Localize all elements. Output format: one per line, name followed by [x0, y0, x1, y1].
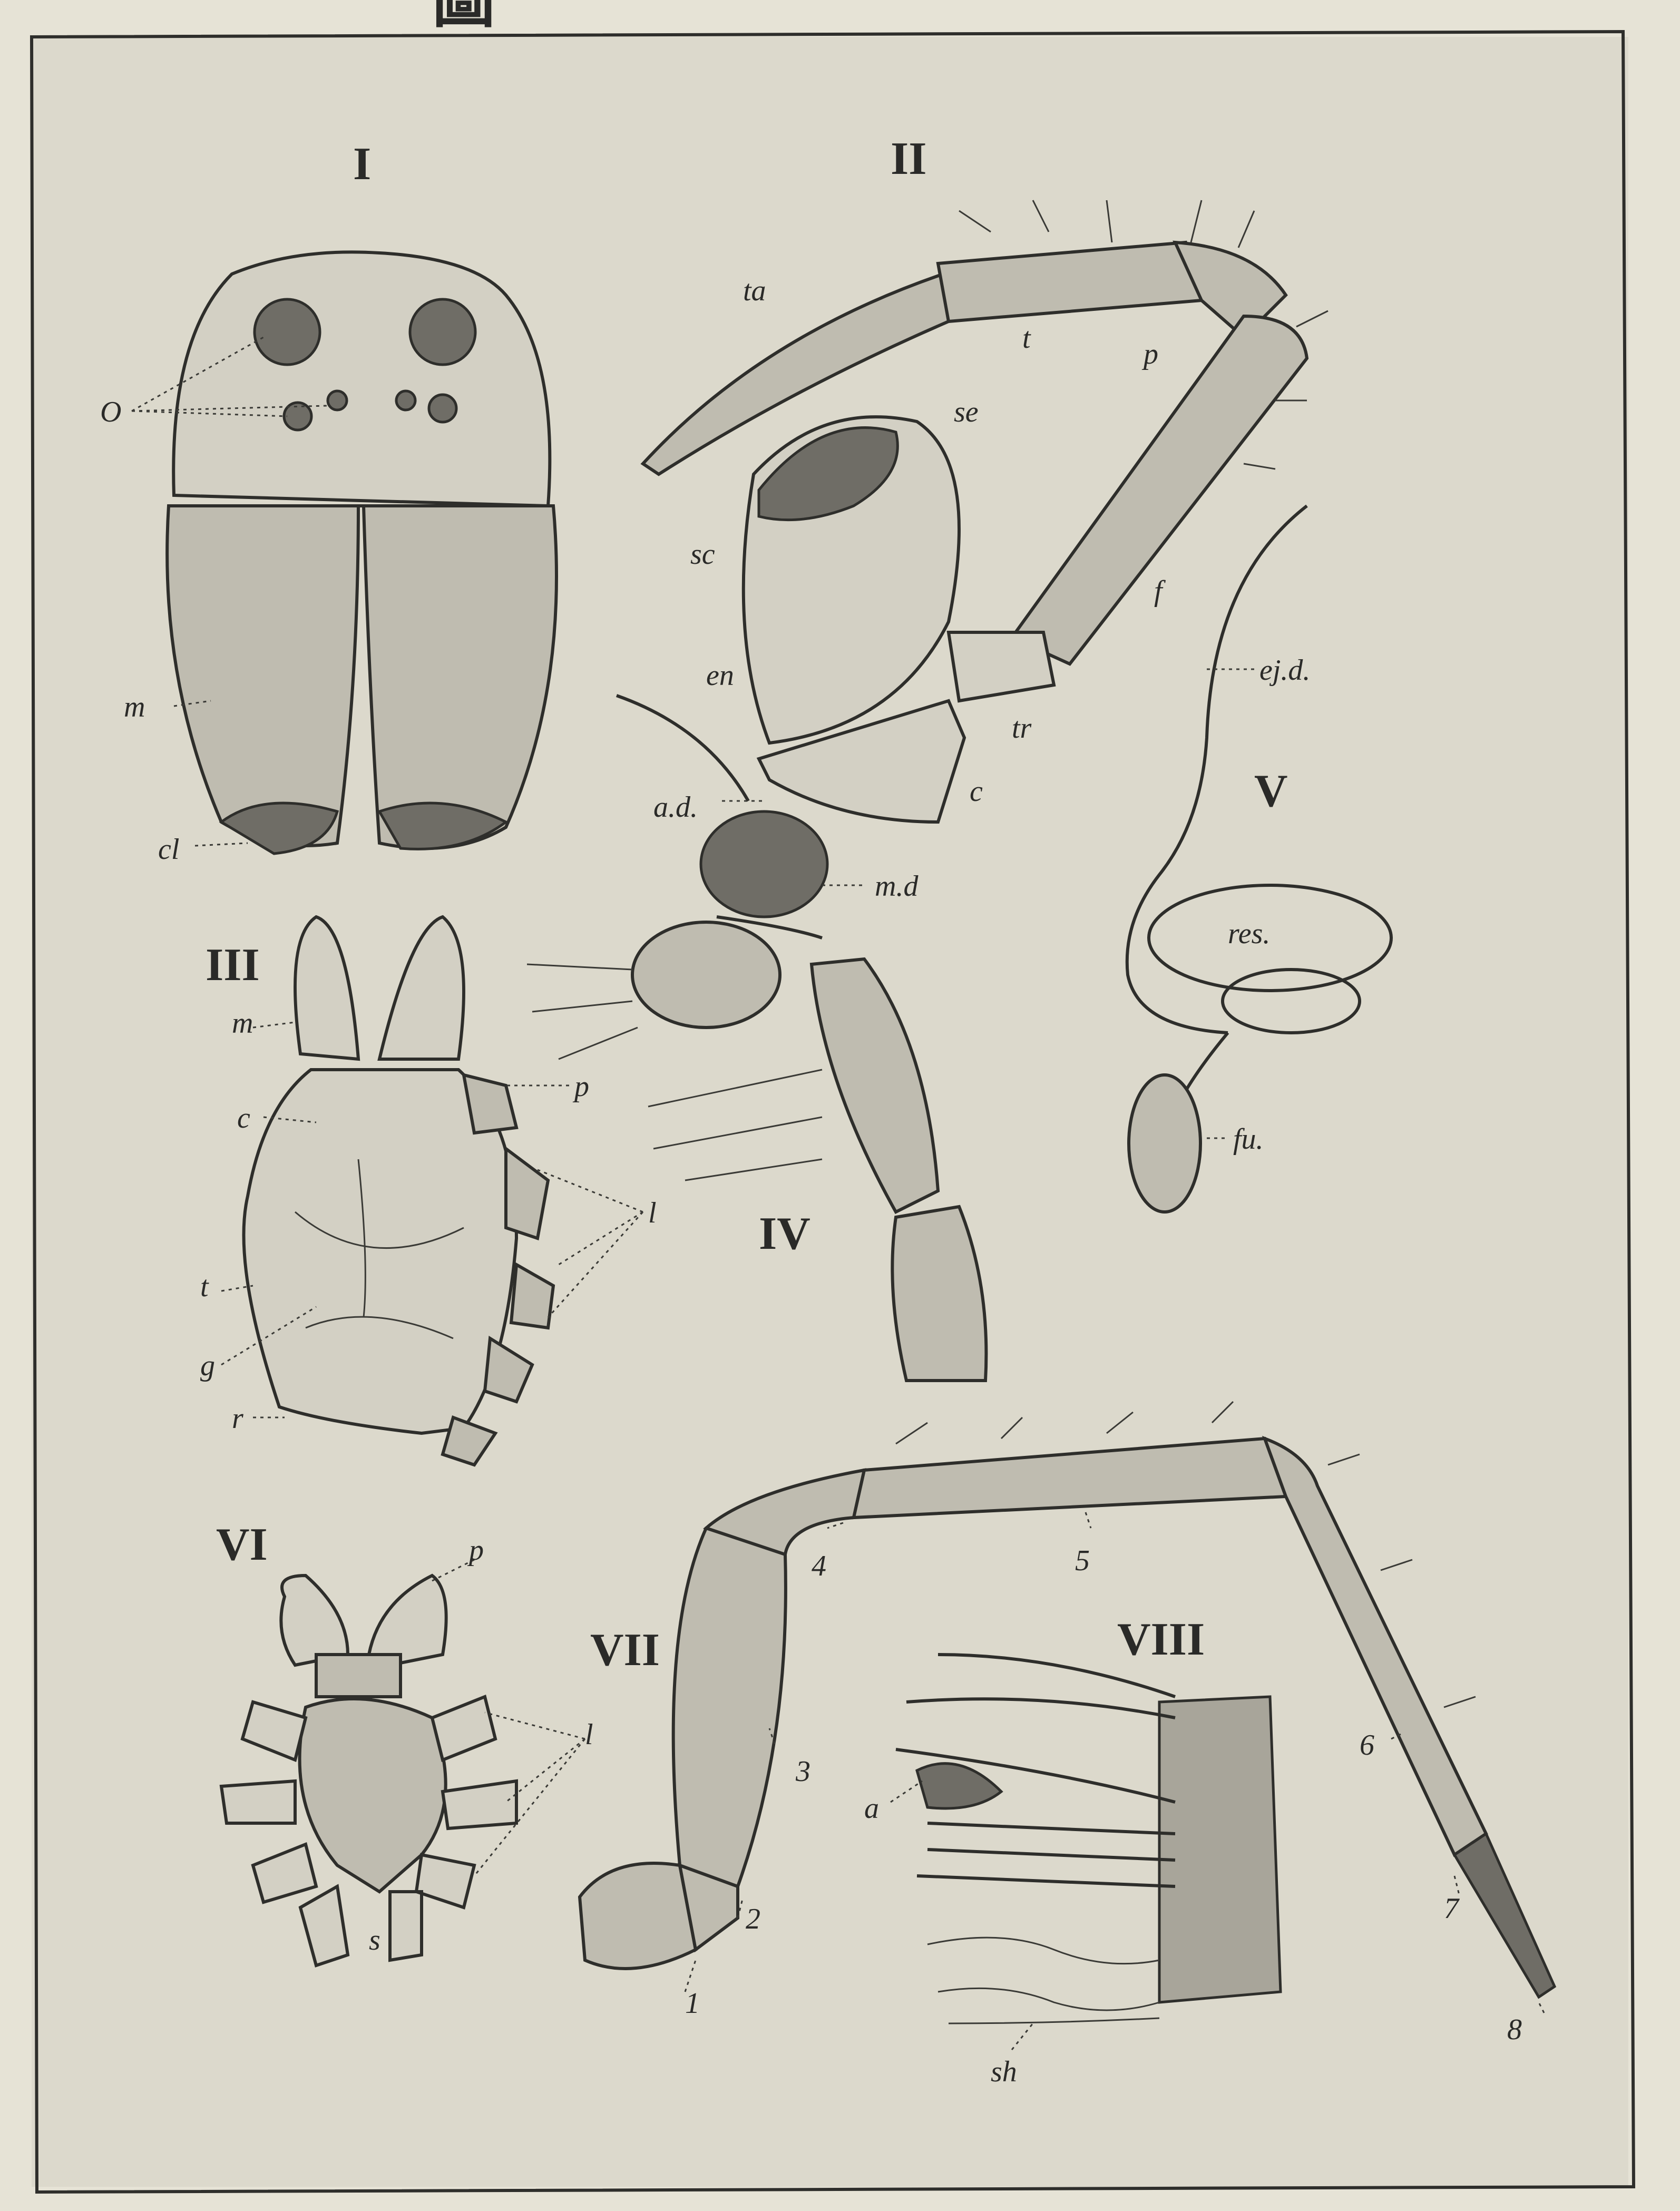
fig8-label-sheath: sh [991, 2056, 1017, 2088]
fig3-label-mouth: m [232, 1007, 253, 1040]
fig3-label-legs: l [648, 1197, 657, 1229]
fig3-label-thorax: t [200, 1270, 209, 1303]
fig6-head [316, 1655, 401, 1697]
header-glyph: 圖 [432, 0, 495, 35]
fig3-label-rear: r [232, 1402, 243, 1435]
fig8-numeral: VIII [1117, 1614, 1205, 1665]
fig2-numeral: II [891, 133, 927, 184]
fig1-label-chelicera: m [124, 691, 145, 723]
fig5-label-reservoir: res. [1228, 917, 1270, 950]
fig1-carapace [173, 252, 550, 506]
fig2-label-trochanter: tr [1012, 712, 1032, 745]
fig6-label-legs: l [585, 1718, 593, 1751]
fig2-label-scopula-top: se [954, 396, 979, 428]
fig2-label-tibia: t [1022, 322, 1031, 355]
fig8-sheath-block [1159, 1697, 1281, 2002]
fig1-label-eyes: O [100, 396, 121, 428]
fig7-numeral: VII [590, 1625, 660, 1676]
fig7-segment-label-6: 6 [1360, 1729, 1374, 1762]
fig5-numeral: V [1254, 766, 1288, 817]
fig4-numeral: IV [759, 1208, 810, 1259]
fig7-segment-label-4: 4 [812, 1550, 826, 1582]
fig4-tegulum [632, 922, 780, 1028]
fig1-eye-small-3 [396, 391, 415, 410]
fig6-numeral: VI [216, 1519, 268, 1570]
fig6-label-spinneret: s [369, 1924, 380, 1956]
fig6-label-palp: p [467, 1534, 484, 1567]
fig7-segment-label-3: 3 [795, 1755, 810, 1788]
fig7-segment-label-8: 8 [1507, 2013, 1522, 2046]
fig7-segment-label-7: 7 [1444, 1892, 1460, 1925]
fig5-fundus [1129, 1075, 1200, 1212]
fig2-label-coxa: c [970, 775, 983, 808]
fig7-segment-label-5: 5 [1075, 1544, 1090, 1577]
fig4-bulb [701, 811, 827, 917]
fig1-numeral: I [353, 139, 371, 190]
fig1-label-claw: cl [158, 833, 179, 866]
fig1-eye-small-4 [429, 395, 456, 422]
fig3-label-coxa: c [237, 1102, 250, 1134]
fig7-segment-label-1: 1 [685, 1987, 700, 2020]
fig4-label-apical-duct: a.d. [653, 791, 698, 824]
fig1-eye-large-right [410, 299, 475, 365]
fig3-label-fovea: g [200, 1349, 215, 1382]
fig4-label-median-duct: m.d [875, 870, 919, 903]
fig1-eye-large-left [255, 299, 320, 365]
fig5-label-ejaculatory-duct: ej.d. [1259, 654, 1310, 687]
fig7-segment-coxa [580, 1863, 696, 1969]
fig2-label-scopula-side: sc [690, 538, 715, 571]
fig2-label-endite: en [706, 659, 734, 692]
fig2-label-patella: p [1141, 338, 1158, 370]
fig7-segment-label-2: 2 [746, 1903, 760, 1935]
fig3-label-palp: p [572, 1070, 589, 1103]
fig1-eye-small-2 [328, 391, 347, 410]
fig8-label-bristle: a [864, 1792, 879, 1825]
fig2-label-tarsus: ta [743, 275, 766, 307]
fig3-numeral: III [206, 940, 260, 991]
fig5-label-fundus: fu. [1233, 1123, 1264, 1156]
